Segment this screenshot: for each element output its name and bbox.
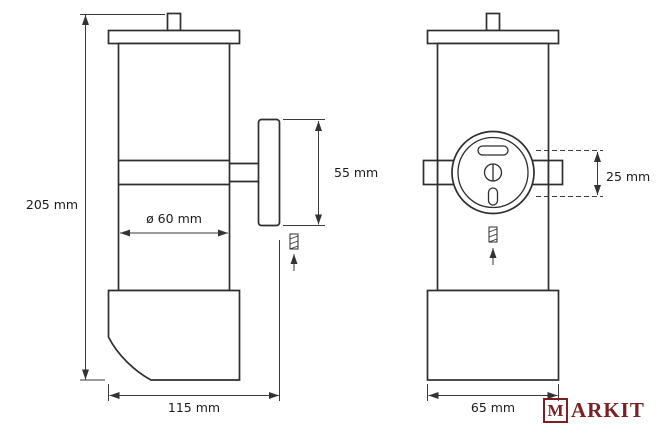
spacing-dim-label: 25 mm xyxy=(606,169,650,184)
side-top-cap xyxy=(107,29,241,45)
diameter-dim-label: ø 60 mm xyxy=(146,211,202,226)
plate-dim-label: 55 mm xyxy=(334,165,378,180)
front-collar-tab-right xyxy=(547,159,564,186)
screw-head-circle xyxy=(483,163,503,182)
keyhole-slot-bottom xyxy=(487,187,499,206)
brand-logo: M ARKIT xyxy=(543,398,645,423)
keyhole-slot-top xyxy=(477,145,509,156)
front-view xyxy=(422,12,564,381)
width-dim-label: 65 mm xyxy=(471,400,515,415)
front-collar-tab-left xyxy=(422,159,439,186)
side-top-knob xyxy=(166,12,182,32)
side-wall-plate xyxy=(257,118,281,227)
front-view-dimensions: 25 mm 65 mm xyxy=(427,150,650,415)
screw-icon-front xyxy=(488,226,498,243)
depth-dim-label: 115 mm xyxy=(168,400,220,415)
front-top-cap xyxy=(426,29,560,45)
brand-logo-box: M xyxy=(543,398,568,423)
front-base-cup xyxy=(426,289,560,381)
screw-icon xyxy=(289,233,299,250)
side-base-cup xyxy=(107,289,241,381)
brand-logo-letter: M xyxy=(547,401,564,420)
side-view xyxy=(107,12,281,381)
mount-rosette-inner xyxy=(457,136,529,209)
height-dim-label: 205 mm xyxy=(26,197,78,212)
front-top-knob xyxy=(485,12,501,32)
side-cylinder-body xyxy=(117,42,231,292)
side-view-dimensions: 205 mm ø 60 mm 55 mm 115 mm xyxy=(26,14,378,415)
brand-logo-text: ARKIT xyxy=(571,398,645,422)
